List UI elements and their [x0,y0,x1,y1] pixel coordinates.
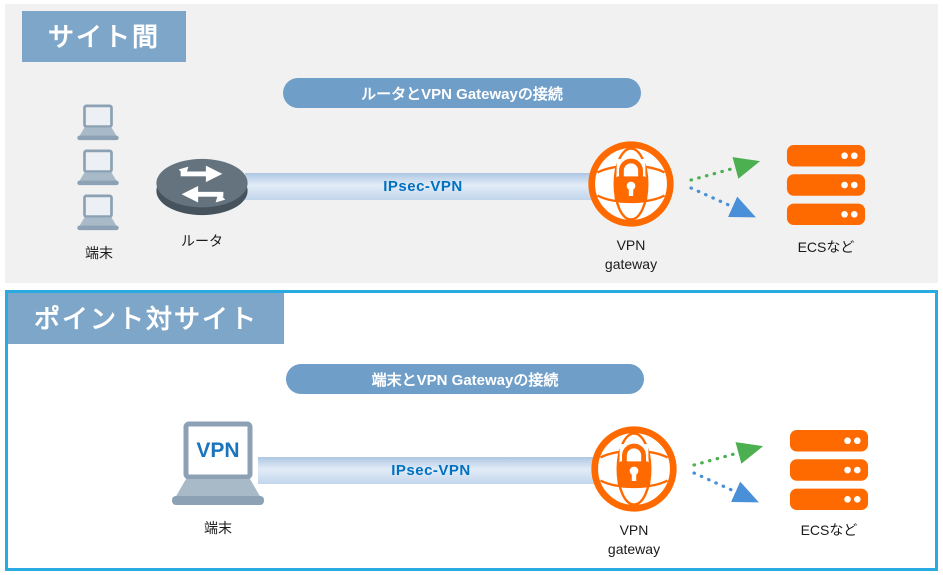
section-point-to-site: ポイント対サイト 端末とVPN Gatewayの接続 VPN 端末 IPsec-… [5,290,938,571]
vpn-gateway-icon [588,423,680,515]
connection-pill-client-gateway: 端末とVPN Gatewayの接続 [286,364,644,394]
section-title-site-to-site: サイト間 [22,11,187,62]
traffic-arrows-icon [685,150,781,234]
router-icon [153,154,251,220]
ipsec-link-bar: IPsec-VPN [245,173,601,200]
section-title-point-to-site: ポイント対サイト [8,293,285,344]
clients-label: 端末 [85,245,113,261]
ecs-server-icon [788,429,870,513]
ipsec-link-bar: IPsec-VPN [258,457,604,484]
vpn-gateway-icon [585,138,677,230]
section-site-to-site: サイト間 ルータとVPN Gatewayの接続 端末 [5,4,938,283]
client-laptops-group [71,102,127,237]
laptop-icon [77,194,119,231]
laptop-icon [77,104,119,141]
client-label: 端末 [204,520,232,536]
traffic-arrows-icon [688,435,784,519]
vpn-screen-text: VPN [196,439,240,462]
vpn-client-laptop-icon: VPN [168,421,268,509]
laptop-icon [77,149,119,186]
gateway-label: VPN gateway [607,522,661,557]
router-label: ルータ [181,233,223,249]
server-label: ECSなど [797,239,855,255]
ecs-server-icon [785,144,867,228]
gateway-label: VPN gateway [604,237,658,272]
ipsec-link-label: IPsec-VPN [383,178,463,195]
connection-pill-router-gateway: ルータとVPN Gatewayの接続 [283,78,641,108]
ipsec-link-label: IPsec-VPN [391,462,471,479]
server-label: ECSなど [800,522,858,538]
